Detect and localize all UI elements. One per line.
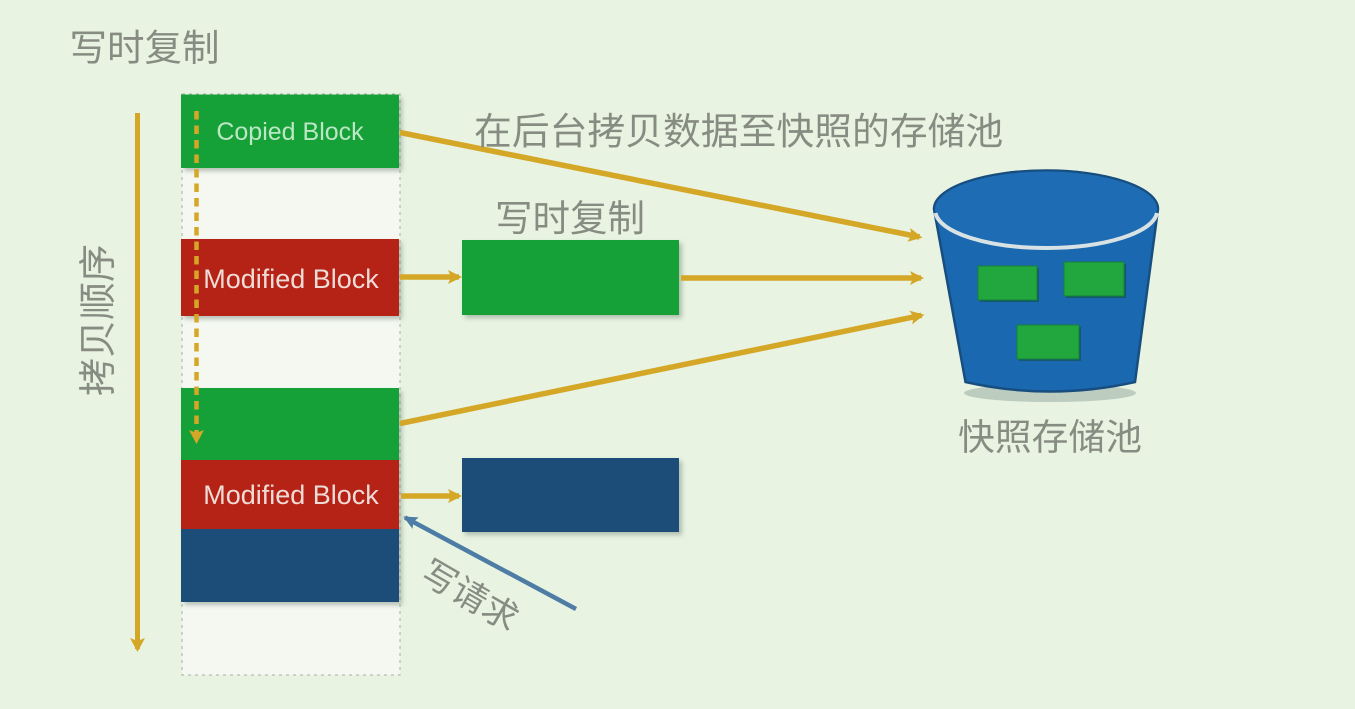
svg-text:Modified Block: Modified Block bbox=[203, 480, 379, 510]
svg-text:Modified Block: Modified Block bbox=[203, 264, 379, 294]
svg-text:Copied Block: Copied Block bbox=[216, 118, 364, 146]
